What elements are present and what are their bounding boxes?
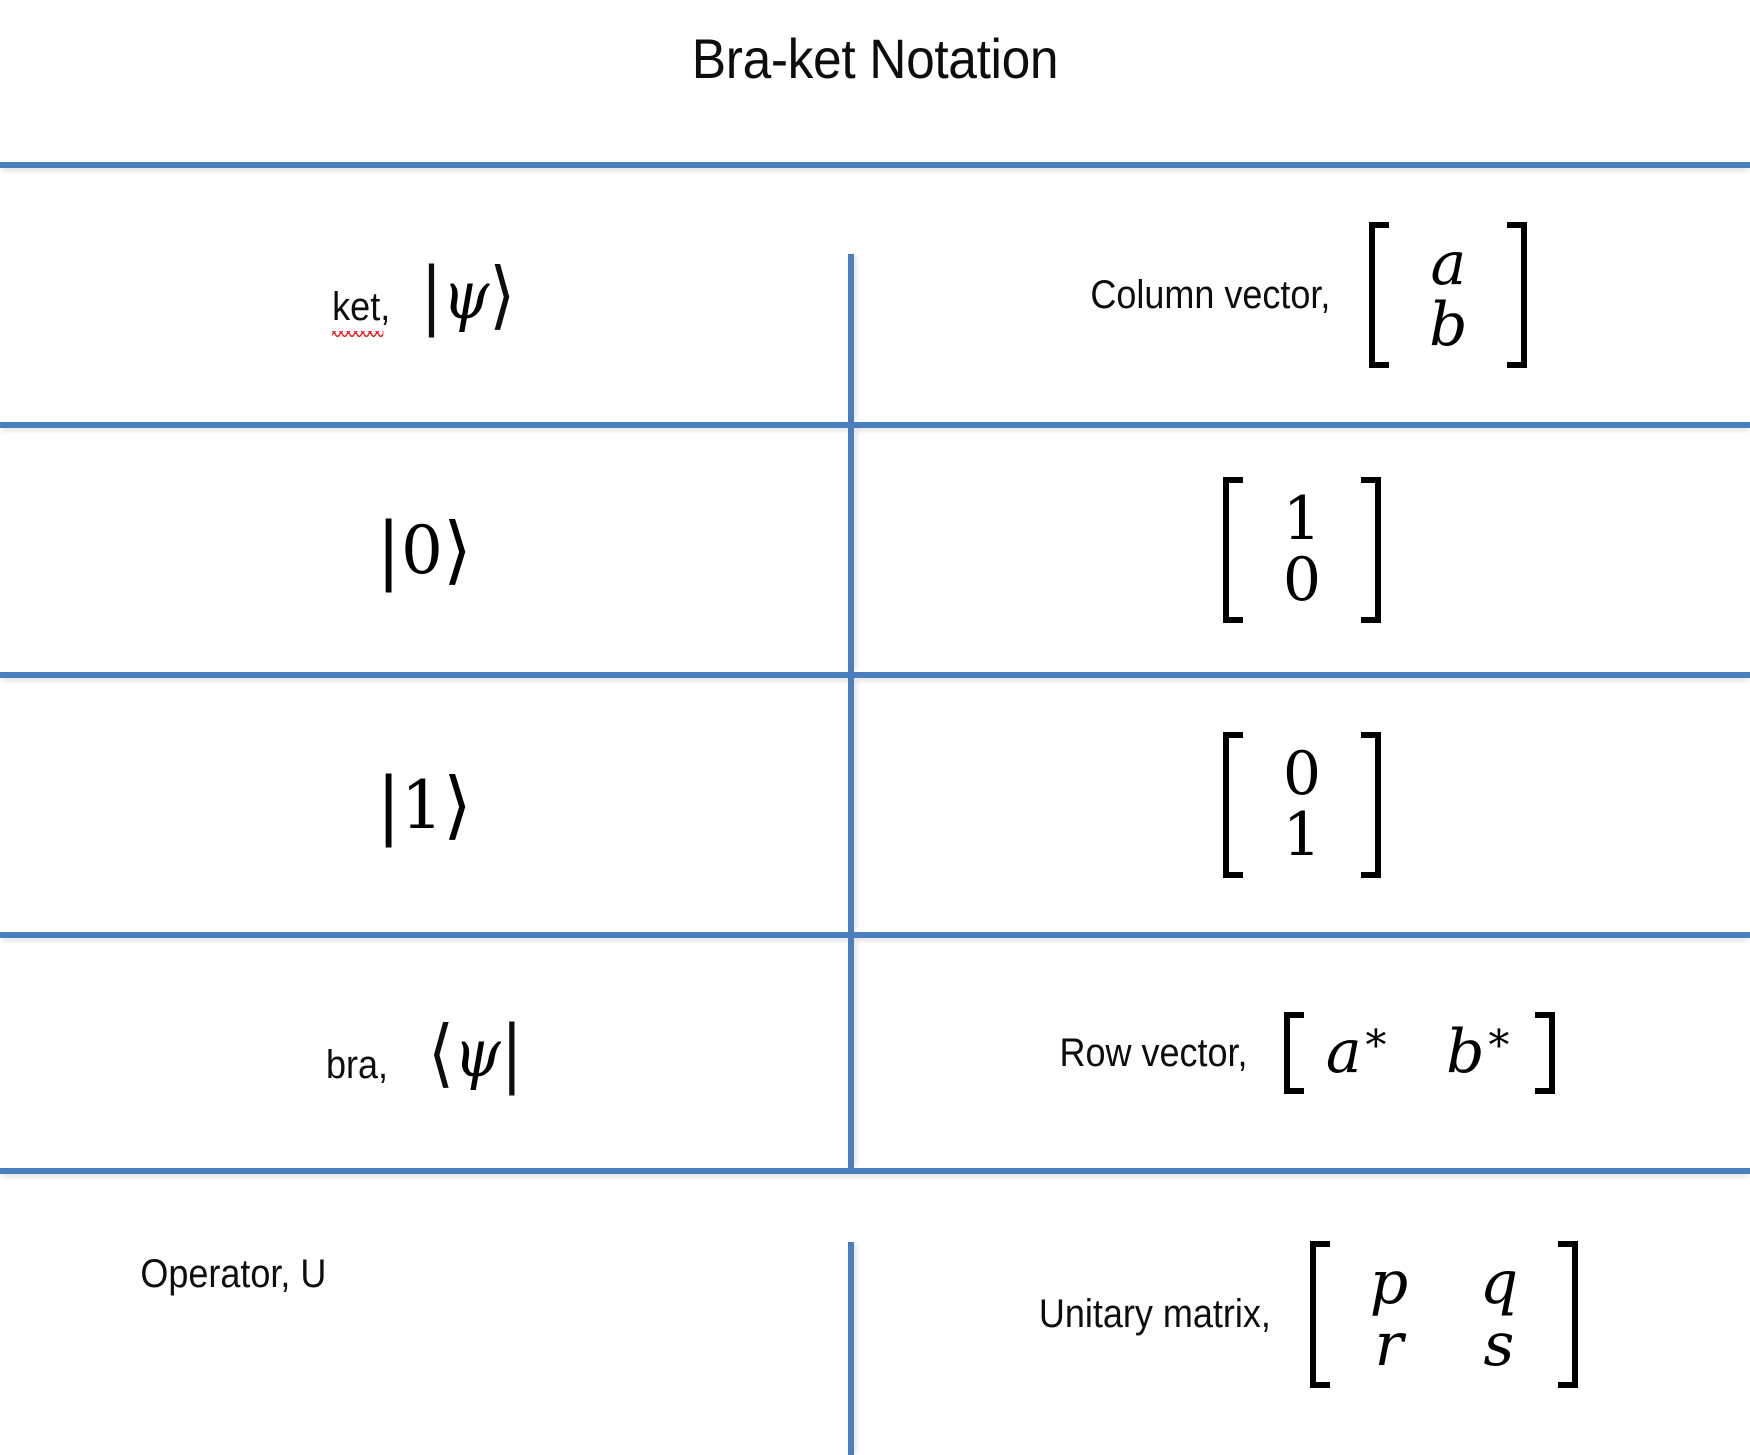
psi-symbol: ψ bbox=[453, 1014, 501, 1092]
matrix-cell: a bbox=[1430, 228, 1467, 299]
bracket-right-icon bbox=[1529, 1012, 1556, 1094]
matrix-column-10: 1 0 bbox=[1223, 476, 1381, 624]
bra-label-text: bra, bbox=[325, 1042, 388, 1087]
vertical-bar-glyph: | bbox=[500, 1009, 523, 1096]
table-row-bra-right-cell: Row vector, a∗ b∗ bbox=[854, 938, 1750, 1168]
table-rule-4 bbox=[0, 1168, 1750, 1174]
matrix-cell: 1 bbox=[1282, 483, 1322, 554]
column-divider-row1 bbox=[848, 254, 854, 422]
table-row-ket1-left-cell: |1⟩ bbox=[0, 678, 848, 932]
ket-notation-1: |1⟩ bbox=[376, 767, 472, 844]
column-vector-label: Column vector, bbox=[1089, 272, 1331, 317]
row-bra-label: bra, ⟨ψ| bbox=[325, 1015, 522, 1092]
column-divider-row3 bbox=[848, 678, 854, 932]
row-ket-label: ket, |ψ⟩ bbox=[332, 257, 516, 337]
matrix-cell: s bbox=[1483, 1309, 1515, 1380]
table-row-ket1-right-cell: 0 1 bbox=[854, 678, 1750, 932]
table-row-ket-left-cell: ket, |ψ⟩ bbox=[0, 168, 848, 422]
right-angle-bracket-icon: ⟩ bbox=[489, 251, 516, 338]
bracket-left-icon bbox=[1369, 221, 1395, 369]
table-row-ket0-left-cell: |0⟩ bbox=[0, 428, 848, 672]
matrix-cell: 0 bbox=[1282, 738, 1322, 809]
table-rule-top bbox=[0, 162, 1750, 168]
table-rule-3 bbox=[0, 932, 1750, 938]
row-vector-label: Row vector, bbox=[1059, 1030, 1248, 1075]
matrix-cell: r bbox=[1374, 1309, 1404, 1380]
vertical-bar-glyph: | bbox=[376, 506, 402, 593]
matrix-cell: b∗ bbox=[1446, 1012, 1514, 1088]
psi-symbol: ψ bbox=[442, 256, 490, 334]
bracket-left-icon bbox=[1223, 731, 1249, 879]
column-divider-row2 bbox=[848, 428, 854, 672]
bracket-left-icon bbox=[1283, 1012, 1310, 1094]
table-row-ket-right-cell: Column vector, a b bbox=[854, 168, 1750, 422]
page-title: Bra-ket Notation bbox=[691, 27, 1059, 90]
table-row-operator-right-cell: Unitary matrix, p q r s bbox=[854, 1174, 1750, 1455]
matrix-cell: 1 bbox=[1282, 800, 1322, 870]
left-angle-bracket-icon: ⟨ bbox=[427, 1009, 454, 1096]
unitary-matrix-label: Unitary matrix, bbox=[1038, 1292, 1272, 1336]
bra-notation-psi: ⟨ψ| bbox=[428, 1015, 523, 1092]
right-angle-bracket-icon: ⟩ bbox=[443, 506, 472, 593]
column-divider-row4 bbox=[848, 938, 854, 1168]
matrix-cell: a∗ bbox=[1325, 1012, 1391, 1088]
ket-notation-psi: |ψ⟩ bbox=[421, 257, 516, 334]
ket-notation-0: |0⟩ bbox=[376, 512, 472, 589]
zero-symbol: 0 bbox=[401, 511, 444, 589]
bracket-right-icon bbox=[1501, 221, 1528, 369]
matrix-column-ab: a b bbox=[1369, 221, 1528, 369]
table-row-operator-left-cell: Operator, U bbox=[0, 1174, 848, 1374]
matrix-square-pqrs: p q r s bbox=[1309, 1241, 1578, 1389]
matrix-cell: 0 bbox=[1282, 545, 1322, 615]
vertical-bar-glyph: | bbox=[376, 761, 402, 848]
column-divider-row5 bbox=[848, 1242, 854, 1455]
bracket-right-icon bbox=[1355, 476, 1381, 624]
operator-label: Operator, U bbox=[140, 1251, 327, 1296]
one-symbol: 1 bbox=[401, 766, 444, 844]
misspelled-word-ket: ket bbox=[332, 285, 385, 337]
bracket-right-icon bbox=[1552, 1241, 1578, 1389]
bracket-left-icon bbox=[1223, 476, 1249, 624]
table-rule-1 bbox=[0, 422, 1750, 428]
matrix-column-01: 0 1 bbox=[1223, 731, 1381, 879]
bracket-right-icon bbox=[1355, 731, 1381, 879]
matrix-cell: p bbox=[1369, 1248, 1409, 1319]
row-ket-label-comma: , bbox=[380, 284, 391, 329]
matrix-row-astar-bstar: a∗ b∗ bbox=[1283, 1012, 1556, 1094]
vertical-bar-glyph: | bbox=[420, 251, 443, 338]
table-row-ket0-right-cell: 1 0 bbox=[854, 428, 1750, 672]
matrix-cell: b bbox=[1429, 290, 1468, 360]
table-row-bra-left-cell: bra, ⟨ψ| bbox=[0, 938, 848, 1168]
table-rule-2 bbox=[0, 672, 1750, 678]
right-angle-bracket-icon: ⟩ bbox=[443, 761, 472, 848]
matrix-cell: q bbox=[1479, 1248, 1519, 1319]
bracket-left-icon bbox=[1309, 1241, 1336, 1389]
